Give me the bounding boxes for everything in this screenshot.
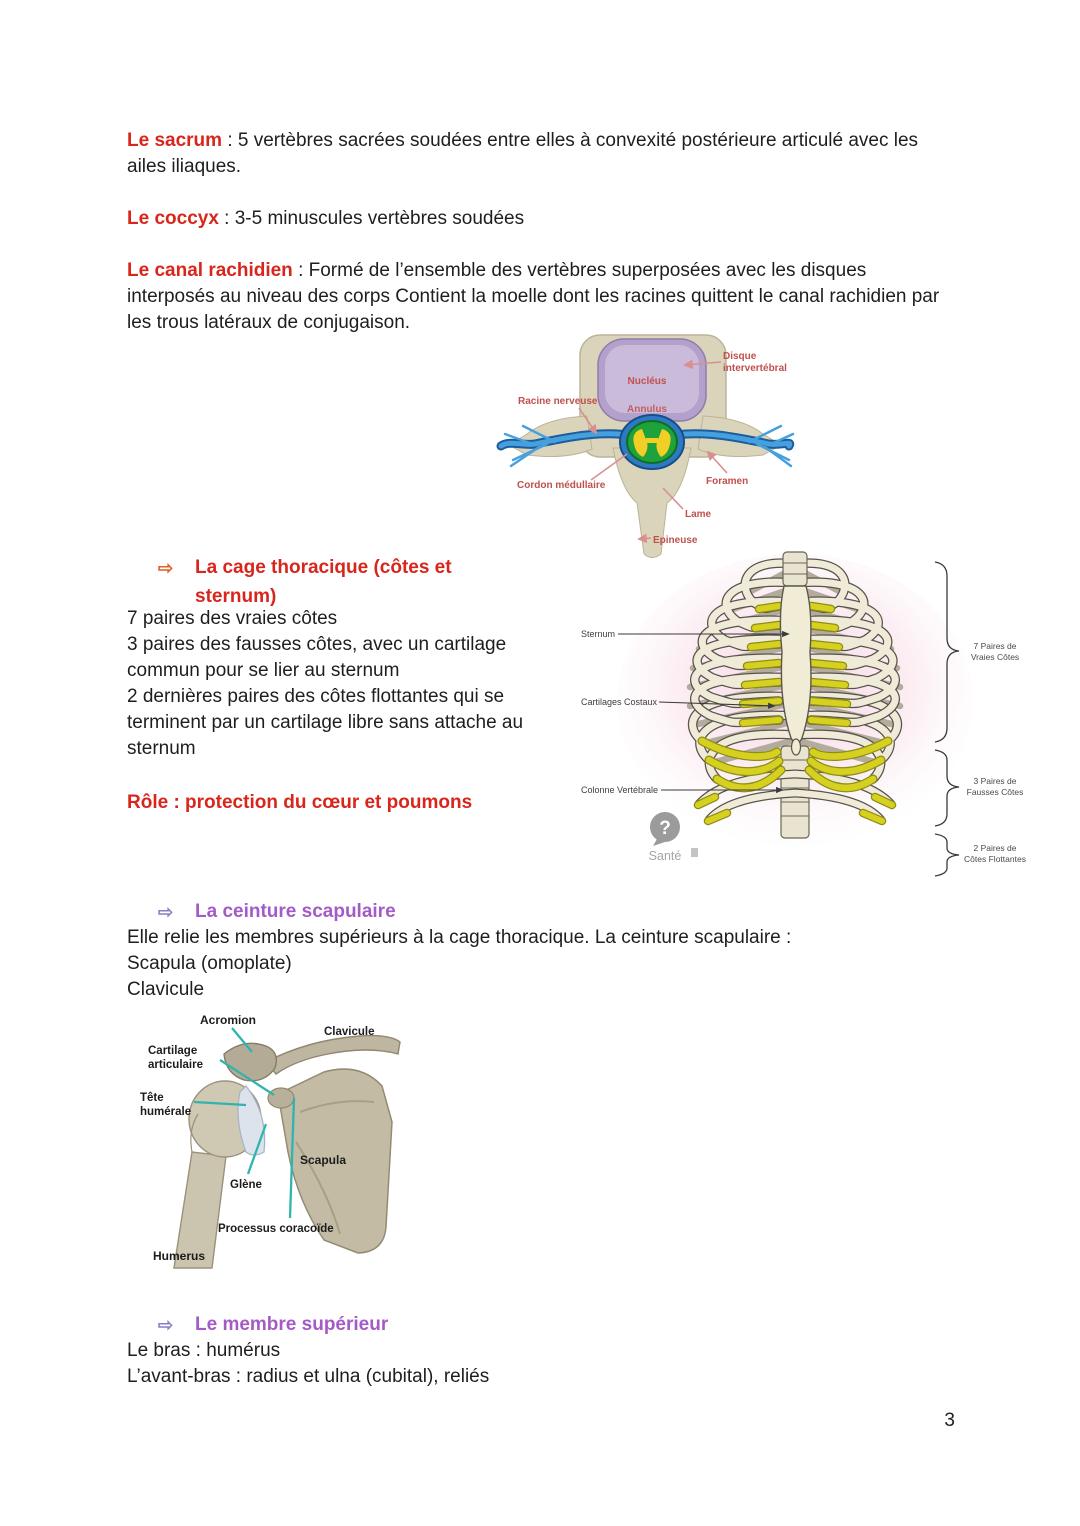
vertebra-leader-lines (578, 359, 728, 544)
label-annulus: Annulus (627, 404, 667, 415)
cage-line-flottantes: 2 dernières paires des côtes flottantes … (127, 686, 524, 759)
label-sternum: Sternum (581, 629, 615, 639)
label-foramen: Foramen (706, 476, 748, 487)
false-ribs (688, 691, 902, 793)
sante-logo-text: Santé (649, 849, 682, 863)
sacrum-text: : 5 vertèbres sacrées soudées entre elle… (127, 130, 919, 177)
cage-line-fausses: 3 paires des fausses côtes, avec un cart… (127, 634, 507, 681)
label-cotes-flottantes-line1: 2 Paires de (974, 843, 1017, 853)
canal-label: Le canal rachidien (127, 260, 293, 281)
sante-logo: ? Santé (649, 812, 698, 863)
ceinture-heading: La ceinture scapulaire (195, 901, 396, 922)
ceinture-line-scapula: Scapula (omoplate) (127, 953, 292, 974)
label-cartilage-line2: articulaire (148, 1059, 203, 1071)
ceinture-line-clavicule: Clavicule (127, 979, 205, 1000)
label-humerus: Humerus (153, 1249, 205, 1263)
coccyx-text: : 3-5 minuscules vertèbres soudées (218, 208, 525, 229)
label-clavicule: Clavicule (324, 1026, 375, 1038)
coccyx-paragraph: Le coccyx : 3-5 minuscules vertèbres sou… (127, 206, 957, 232)
label-lame: Lame (685, 509, 712, 520)
sternum-bone (779, 551, 812, 756)
ribcage-braces (934, 561, 960, 877)
page-number: 3 (944, 1410, 955, 1431)
membre-line-bras: Le bras : humérus (127, 1340, 281, 1361)
canal-text: : Formé de l’ensemble des vertèbres supe… (127, 260, 940, 333)
role-heading: Rôle : protection du cœur et poumons (127, 792, 473, 813)
label-vraies-cotes-line1: 7 Paires de (974, 641, 1017, 651)
label-tete-line1: Tête (140, 1092, 164, 1104)
label-vraies-cotes-line2: Vraies Côtes (971, 652, 1019, 662)
label-cartilages-costaux: Cartilages Costaux (581, 697, 658, 707)
label-epineuse: Epineuse (653, 535, 698, 546)
ribcage-leader-lines (618, 630, 790, 794)
shoulder-leader-lines (193, 1027, 296, 1219)
label-cartilage-line1: Cartilage (148, 1045, 197, 1057)
ribcage-diagram: Sternum Cartilages Costaux Colonne Verté… (581, 551, 1026, 877)
membre-body: Le bras : humérus L’avant-bras : radius … (127, 1338, 957, 1390)
sacrum-paragraph: Le sacrum : 5 vertèbres sacrées soudées … (127, 128, 957, 180)
canal-paragraph: Le canal rachidien : Formé de l’ensemble… (127, 258, 957, 336)
label-scapula: Scapula (300, 1153, 346, 1167)
label-fausses-cotes-line2: Fausses Côtes (967, 787, 1024, 797)
label-glene: Glène (230, 1179, 262, 1191)
sante-question-mark: ? (659, 818, 671, 839)
cage-body: 7 paires des vraies côtes 3 paires des f… (127, 606, 572, 762)
sacrum-label: Le sacrum (127, 130, 223, 151)
sante-logo-mark (691, 848, 698, 857)
arrow-bullet-icon: ⇨ (158, 558, 174, 578)
membre-line-avant-bras: L’avant-bras : radius et ulna (cubital),… (127, 1366, 490, 1387)
cage-heading: La cage thoracique (côtes et sternum) (195, 557, 452, 607)
label-tete-line2: humérale (140, 1106, 191, 1118)
ceinture-body: Elle relie les membres supérieurs à la c… (127, 925, 957, 1003)
cage-line-vraies: 7 paires des vraies côtes (127, 608, 338, 629)
true-ribs (690, 558, 900, 728)
label-colonne-vertebrale: Colonne Vertébrale (581, 785, 658, 795)
clavicle-bone (264, 1034, 401, 1075)
label-racine-nerveuse: Racine nerveuse (518, 396, 598, 407)
label-nucleus: Nucléus (628, 376, 667, 387)
label-cotes-flottantes-line2: Côtes Flottantes (964, 854, 1026, 864)
membre-heading: Le membre supérieur (195, 1314, 389, 1335)
label-fausses-cotes-line1: 3 Paires de (974, 776, 1017, 786)
nerve-roots (496, 424, 795, 468)
label-disque-line2: intervertébral (723, 363, 787, 374)
coccyx-label: Le coccyx (127, 208, 219, 229)
shoulder-diagram: Acromion Clavicule Cartilage articulaire… (140, 1013, 401, 1269)
label-processus-coracoide: Processus coracoïde (218, 1223, 334, 1235)
ceinture-line-relie: Elle relie les membres supérieurs à la c… (127, 927, 792, 948)
vertebra-diagram: Disque intervertébral Nucléus Annulus Ra… (496, 334, 795, 558)
scapula-bone (277, 1068, 393, 1254)
coracoid-process (267, 1087, 295, 1109)
label-cordon-medullaire: Cordon médullaire (517, 480, 606, 491)
label-disque-line1: Disque (723, 351, 757, 362)
arrow-bullet-icon: ⇨ (158, 1315, 174, 1335)
spinal-cord (619, 414, 685, 470)
label-acromion: Acromion (200, 1013, 256, 1027)
arrow-bullet-icon: ⇨ (158, 902, 174, 922)
